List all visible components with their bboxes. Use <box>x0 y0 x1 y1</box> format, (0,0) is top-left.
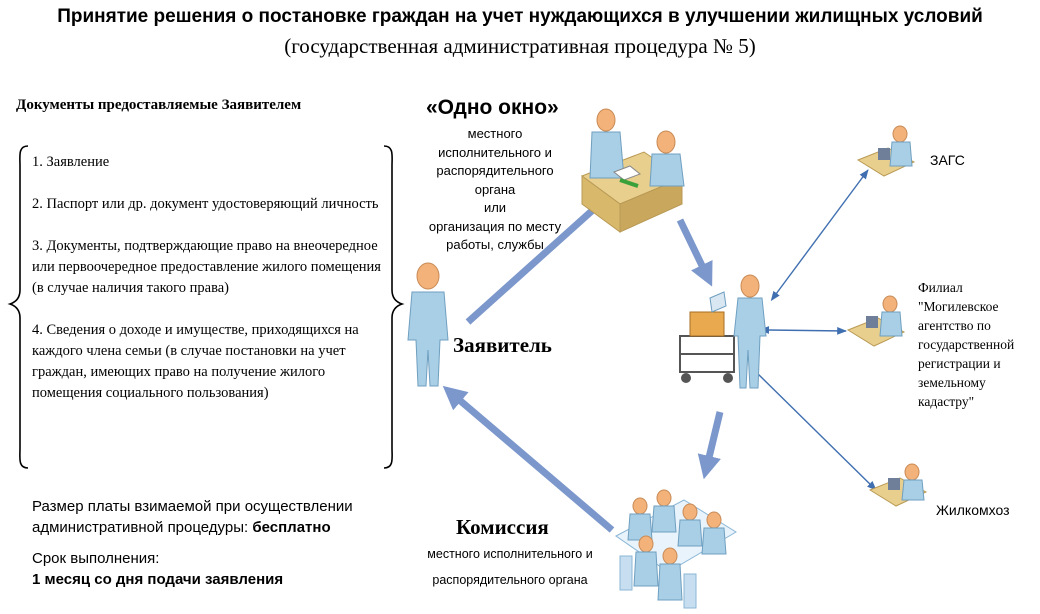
filial-line: государственной <box>918 337 1015 352</box>
zhkh-label: Жилкомхоз <box>936 502 1010 518</box>
one-window-desk-icon <box>580 108 685 233</box>
page-subtitle: (государственная административная процед… <box>284 34 756 58</box>
clerk-cart-icon <box>679 274 767 389</box>
fee-text: Размер платы взимаемой при осуществлении… <box>32 498 353 536</box>
commission-table-icon <box>615 489 737 609</box>
document-item: 1. Заявление <box>32 154 110 170</box>
document-item: 3. Документы, подтверждающие право на вн… <box>32 238 381 296</box>
one-window-line: или <box>483 200 507 215</box>
one-window-heading: «Одно окно» <box>426 96 559 119</box>
documents-heading: Документы предоставляемые Заявителем <box>16 97 302 113</box>
one-window-line: местного <box>467 126 523 141</box>
fee-info: Размер платы взимаемой при осуществлении… <box>32 496 412 538</box>
fee-value: бесплатно <box>252 519 331 536</box>
one-window-line: органа <box>474 181 516 197</box>
right-brace <box>383 145 405 469</box>
documents-list: 1. Заявление 2. Паспорт или др. документ… <box>32 152 382 425</box>
one-window-line: работы, службы <box>446 237 544 252</box>
link-clerk-filial <box>759 326 847 335</box>
link-clerk-zags <box>770 169 869 302</box>
commission-line: местного исполнительного и <box>427 547 593 561</box>
applicant-figure-icon <box>407 262 449 387</box>
filial-line: земельному <box>918 375 986 390</box>
arrow-applicant-to-window <box>465 193 612 325</box>
commission-heading: Комиссия <box>456 515 549 539</box>
filial-label: Филиал "Могилевское агентство по государ… <box>918 278 1038 411</box>
arrow-clerk-to-commission <box>697 411 724 480</box>
filial-line: "Могилевское <box>918 299 999 314</box>
filial-line: Филиал <box>918 280 963 295</box>
filial-line: регистрации и <box>918 356 1001 371</box>
document-item: 2. Паспорт или др. документ удостоверяющ… <box>32 196 379 212</box>
zags-label: ЗАГС <box>930 152 965 168</box>
filial-desk-icon <box>846 295 906 347</box>
zags-desk-icon <box>856 125 916 177</box>
one-window-line: исполнительного и <box>438 144 552 160</box>
applicant-label: Заявитель <box>453 333 552 357</box>
term-value: 1 месяц со дня подачи заявления <box>32 571 284 588</box>
commission-line: распорядительного органа <box>432 573 588 587</box>
term-label: Срок выполнения: <box>32 550 160 567</box>
link-clerk-zhkh <box>749 365 877 491</box>
zhkh-desk-icon <box>868 463 928 507</box>
page-title: Принятие решения о постановке граждан на… <box>57 6 983 27</box>
one-window-description: местного исполнительного и распорядитель… <box>410 125 580 255</box>
arrow-commission-to-applicant <box>442 385 615 533</box>
arrow-window-to-clerk <box>676 218 713 287</box>
term-info: Срок выполнения: 1 месяц со дня подачи з… <box>32 548 412 590</box>
left-brace <box>7 145 29 469</box>
one-window-line: организация по месту <box>428 218 562 234</box>
filial-line: агентство по <box>918 318 991 333</box>
filial-line: кадастру" <box>918 394 975 409</box>
document-item: 4. Сведения о доходе и имуществе, приход… <box>32 322 359 401</box>
one-window-line: распорядительного <box>436 163 554 178</box>
